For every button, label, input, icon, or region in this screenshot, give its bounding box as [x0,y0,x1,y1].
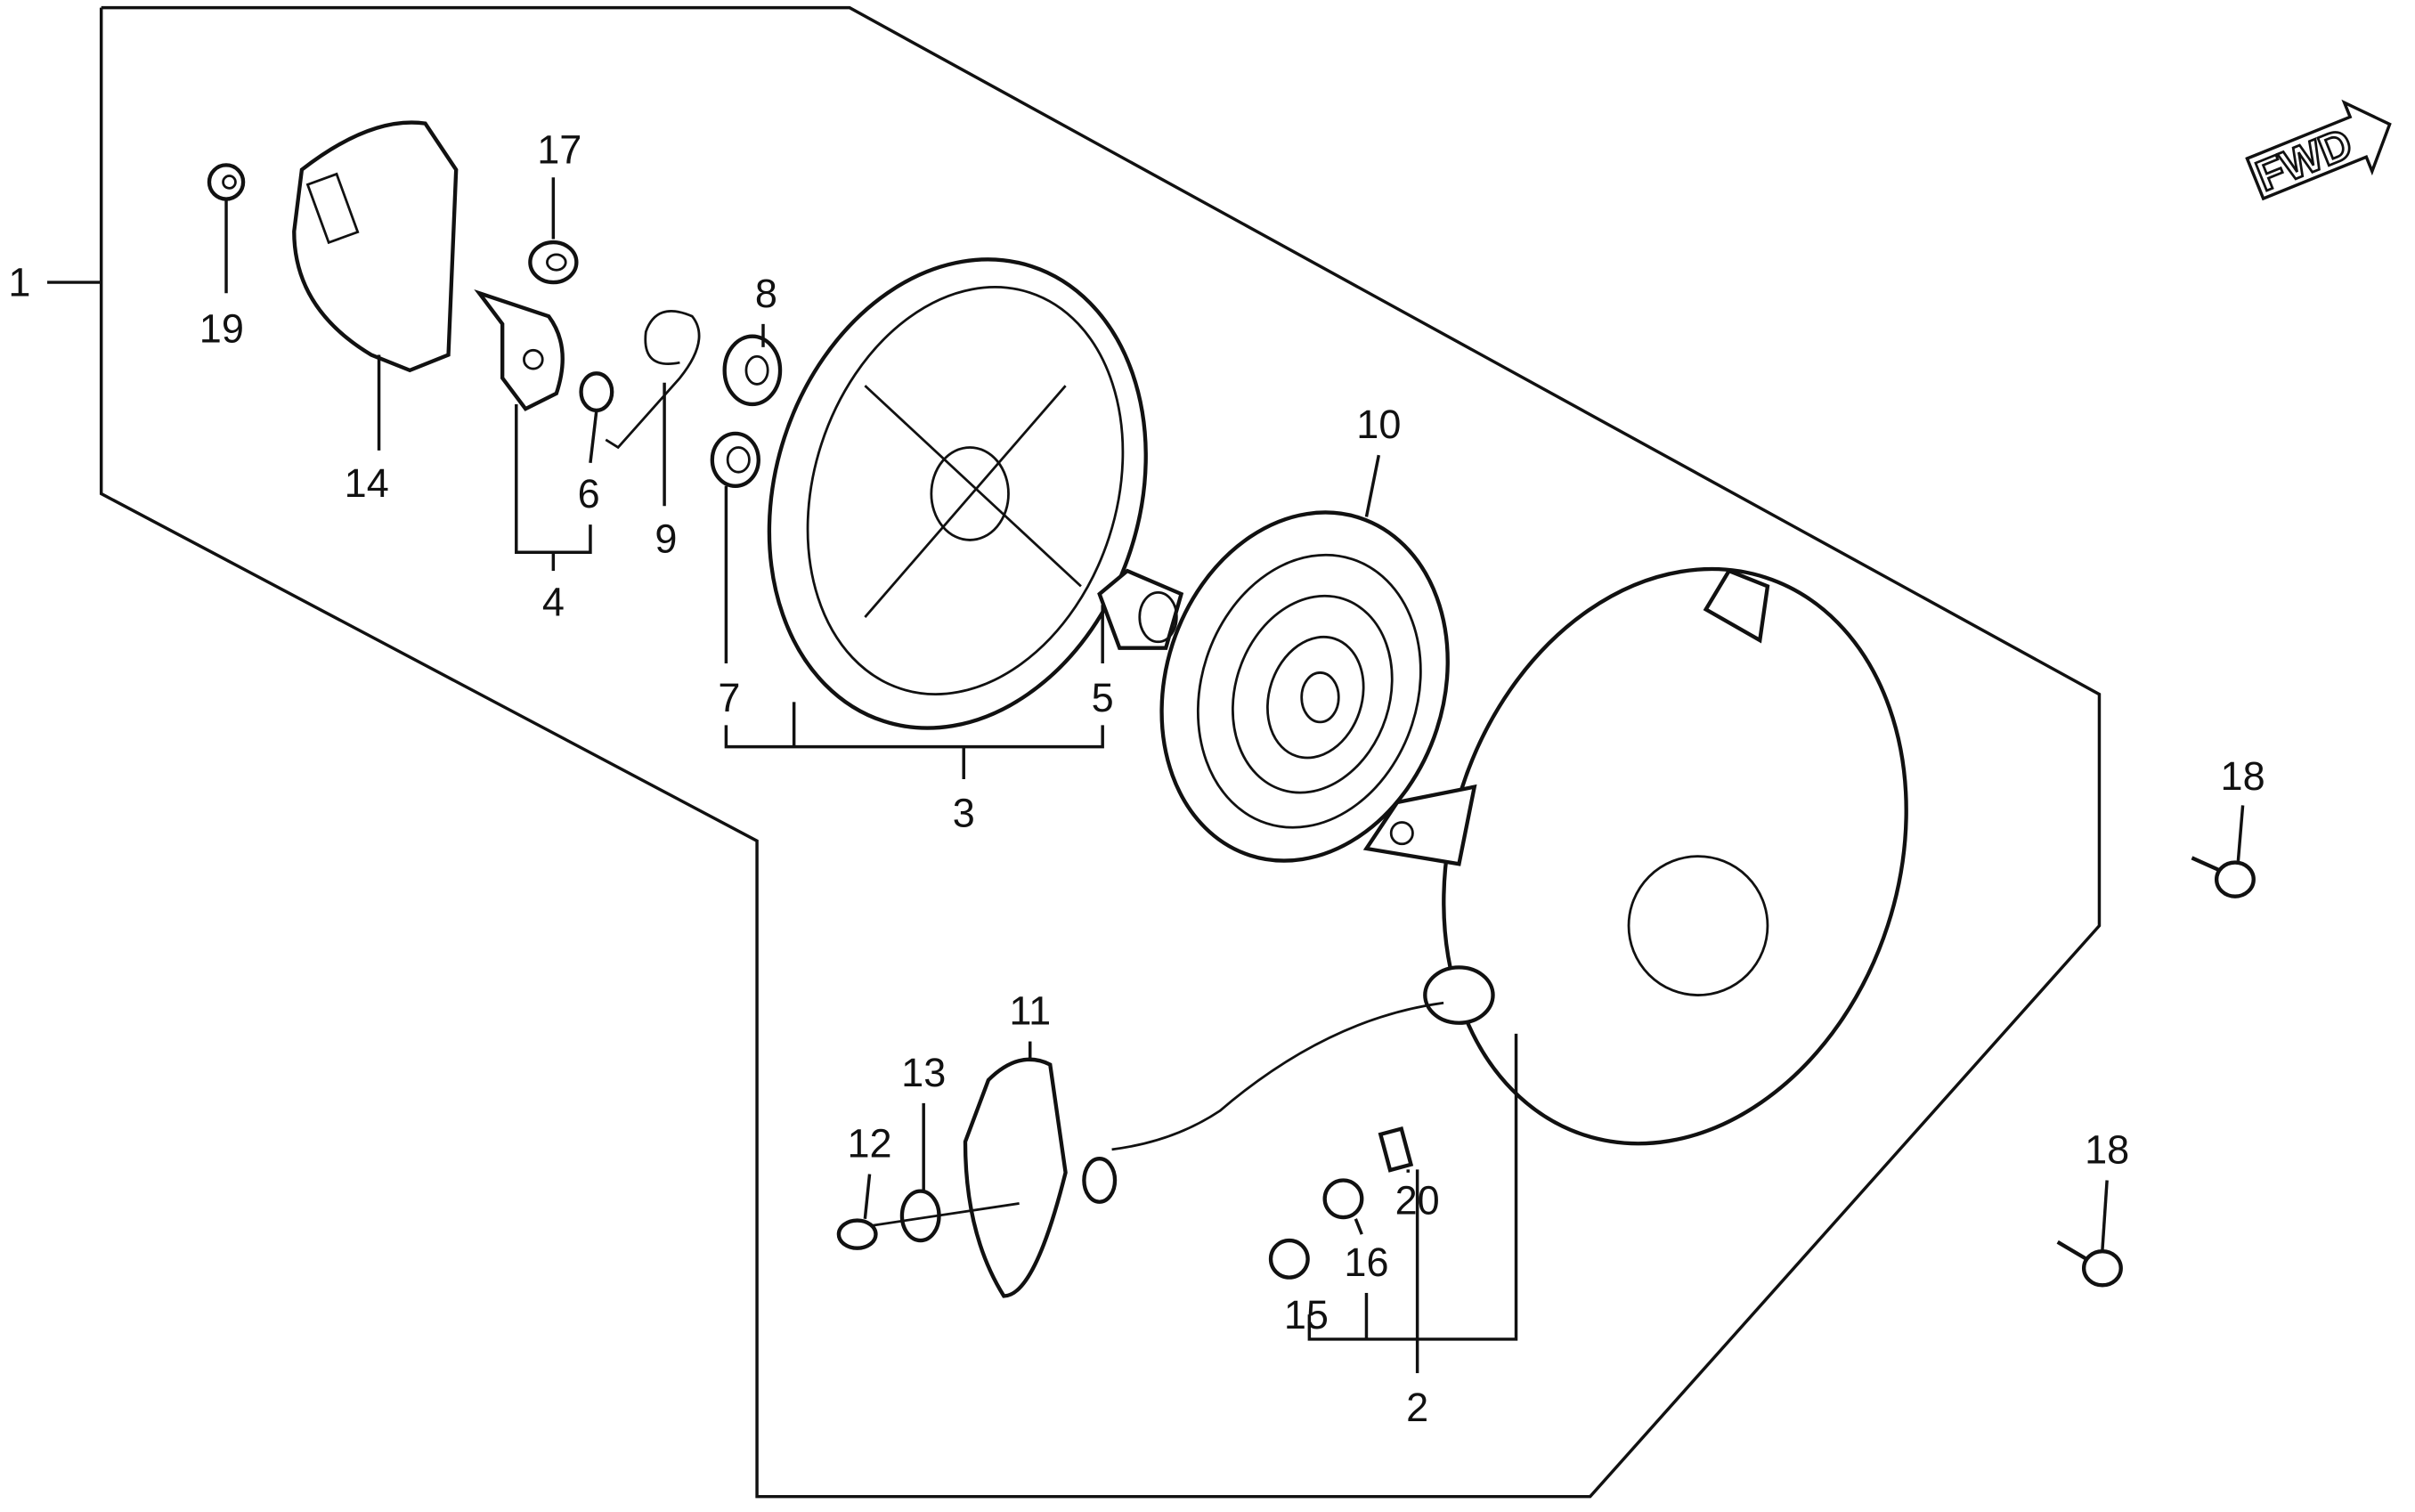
part-4-ratchet [474,289,565,411]
callout-11: 11 [1009,988,1051,1033]
part-13-grip-insert [865,1189,1020,1243]
part-20-pin [1378,1126,1414,1173]
callout-12: 12 [848,1120,892,1166]
part-9-spring [605,310,701,450]
callout-15: 15 [1284,1292,1329,1337]
fwd-label: FWD [2249,119,2359,200]
callout-6: 6 [578,471,600,516]
assembly-boundary [99,5,2102,1499]
part-2-case [1362,566,1908,1146]
part-12-knot [836,1218,878,1250]
starter-rope [1111,1001,1444,1151]
part-18a-bolt [2191,856,2256,898]
part-6-pin [579,371,614,413]
callout-14: 14 [345,460,389,506]
callout-8: 8 [755,271,777,316]
callout-10: 10 [1356,402,1401,447]
part-17-washer [528,240,579,285]
fwd-arrow-icon: FWD [2245,99,2392,202]
callout-20: 20 [1395,1178,1440,1223]
part-10-spring [1159,510,1450,863]
part-8-collar [722,334,783,407]
part-16-nut [1322,1178,1364,1220]
callout-7: 7 [718,675,740,720]
callout-1: 1 [8,260,30,305]
callout-18a: 18 [2221,753,2265,799]
leader-lines [224,177,2245,1374]
part-14-ratchet-cover [292,120,459,373]
callout-9: 9 [655,516,677,561]
callout-17: 17 [537,127,581,173]
callout-5: 5 [1092,675,1114,720]
part-3-reel [767,257,1148,730]
callout-13: 13 [901,1050,946,1095]
part-11-grip [963,1057,1118,1298]
part-19-nut [207,163,246,201]
callout-19: 19 [199,306,244,352]
callout-16: 16 [1344,1240,1388,1285]
callout-3: 3 [953,791,975,836]
callout-2: 2 [1406,1385,1428,1430]
part-7-bushing [710,431,760,488]
part-18b-bolt [2056,1240,2123,1288]
callout-18b: 18 [2085,1126,2129,1172]
callout-4: 4 [542,579,565,624]
part-5-collar [1097,568,1184,650]
part-15-cap [1268,1238,1310,1280]
